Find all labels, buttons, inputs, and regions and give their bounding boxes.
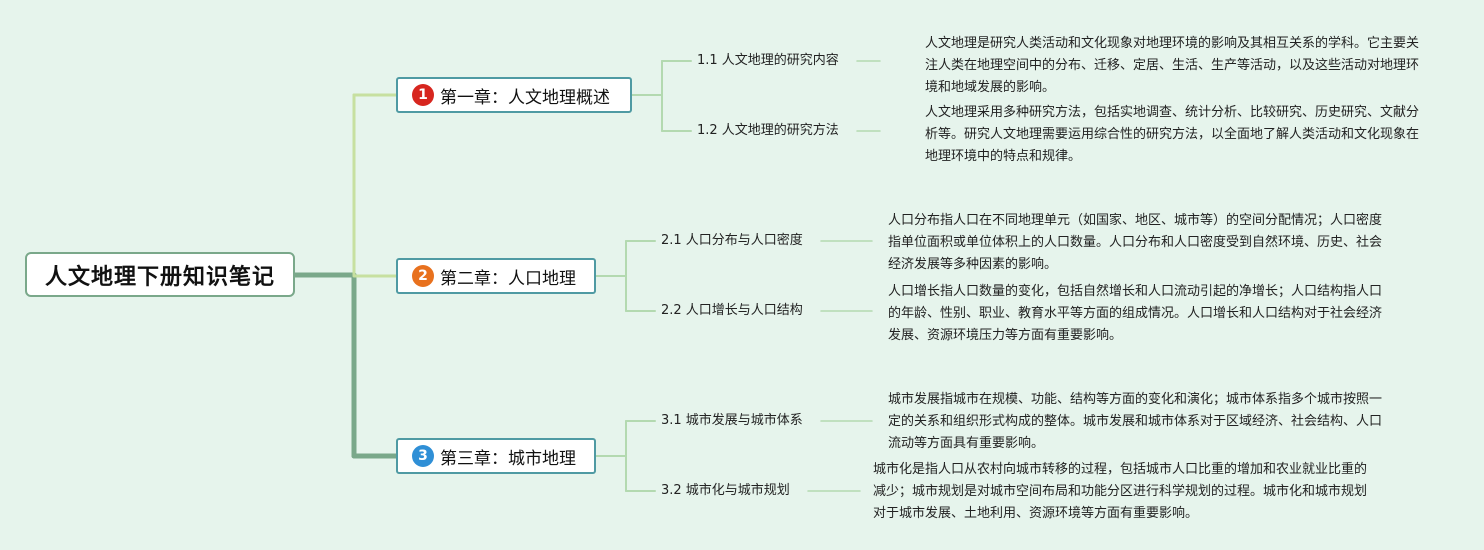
chapter-title: 第一章：人文地理概述 xyxy=(440,87,610,108)
section-node-1-1[interactable]: 1.1 人文地理的研究内容 xyxy=(697,53,839,68)
section-node-1-2[interactable]: 1.2 人文地理的研究方法 xyxy=(697,123,839,138)
section-node-2-2[interactable]: 2.2 人口增长与人口结构 xyxy=(661,303,803,318)
section-description-3-1: 城市发展指城市在规模、功能、结构等方面的变化和演化；城市体系指多个城市按照一定的… xyxy=(888,392,1383,451)
chapter-node-1[interactable]: 1 第一章：人文地理概述 xyxy=(396,77,632,113)
chapter-number-badge: 1 xyxy=(412,84,434,106)
root-title: 人文地理下册知识笔记 xyxy=(44,264,275,290)
chapter-title: 第二章：人口地理 xyxy=(440,268,576,289)
section-description-1-1: 人文地理是研究人类活动和文化现象对地理环境的影响及其相互关系的学科。它主要关注人… xyxy=(925,36,1420,95)
section-node-3-1[interactable]: 3.1 城市发展与城市体系 xyxy=(661,413,803,428)
chapter-node-3[interactable]: 3 第三章：城市地理 xyxy=(396,438,596,474)
section-node-3-2[interactable]: 3.2 城市化与城市规划 xyxy=(661,483,790,498)
section-description-2-2: 人口增长指人口数量的变化，包括自然增长和人口流动引起的净增长；人口结构指人口的年… xyxy=(888,284,1383,343)
chapter-title: 第三章：城市地理 xyxy=(440,448,576,469)
section-description-3-2: 城市化是指人口从农村向城市转移的过程，包括城市人口比重的增加和农业就业比重的减少… xyxy=(873,462,1368,521)
chapter-number-badge: 3 xyxy=(412,445,434,467)
section-description-1-2: 人文地理采用多种研究方法，包括实地调查、统计分析、比较研究、历史研究、文献分析等… xyxy=(925,105,1420,164)
chapter-node-2[interactable]: 2 第二章：人口地理 xyxy=(396,258,596,294)
section-node-2-1[interactable]: 2.1 人口分布与人口密度 xyxy=(661,233,803,248)
section-description-2-1: 人口分布指人口在不同地理单元（如国家、地区、城市等）的空间分配情况；人口密度指单… xyxy=(888,213,1383,272)
chapter-number-badge: 2 xyxy=(412,265,434,287)
root-node[interactable]: 人文地理下册知识笔记 xyxy=(25,252,295,297)
